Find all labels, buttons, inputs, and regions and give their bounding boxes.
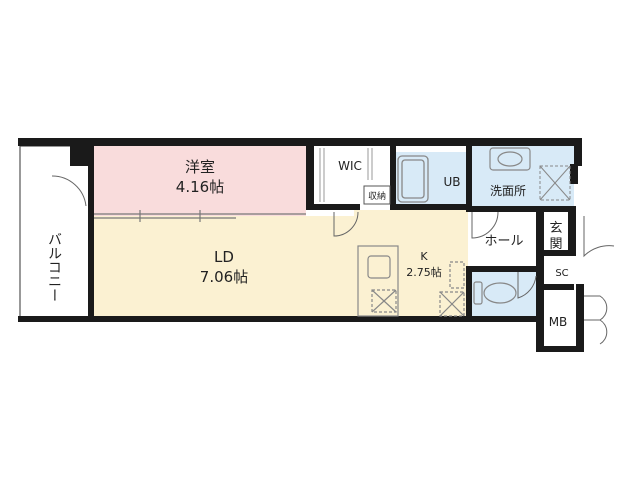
toilet-fill — [470, 272, 536, 320]
washer-space — [539, 165, 571, 201]
washroom-label: 洗面所 — [490, 184, 526, 198]
sc-label: SC — [555, 268, 568, 279]
bathtub-icon — [397, 155, 429, 203]
toilet-icon — [473, 281, 517, 305]
entrance-label-bottom: 関 — [549, 237, 562, 252]
kitchen-size: 2.75帖 — [406, 266, 442, 279]
western-room-fill — [94, 146, 306, 216]
hall-label: ホール — [484, 234, 523, 249]
storage-box — [363, 185, 391, 205]
ub-fill — [396, 152, 470, 204]
wic-shelves — [319, 148, 373, 202]
entrance-label-top: 玄 — [549, 221, 562, 236]
kitchen-counter — [357, 245, 465, 317]
ld-name: LD — [214, 248, 234, 266]
storage-label: 収納 — [368, 190, 386, 202]
ld-fill — [94, 216, 356, 318]
balcony-label: バルコニー — [46, 232, 62, 302]
washroom-fill — [470, 146, 574, 206]
walls — [18, 138, 584, 352]
mb-label: MB — [549, 315, 568, 329]
wic-label: WIC — [338, 159, 362, 173]
western-sliding-door — [94, 210, 306, 222]
kitchen-name: K — [420, 250, 428, 263]
kitchen-fill — [354, 210, 468, 318]
ld-size: 7.06帖 — [200, 268, 248, 286]
western-room-size: 4.16帖 — [176, 178, 224, 196]
ub-label: UB — [443, 175, 460, 189]
washbasin-icon — [489, 147, 531, 171]
door-swings — [51, 175, 615, 345]
western-room-name: 洋室 — [185, 158, 215, 176]
